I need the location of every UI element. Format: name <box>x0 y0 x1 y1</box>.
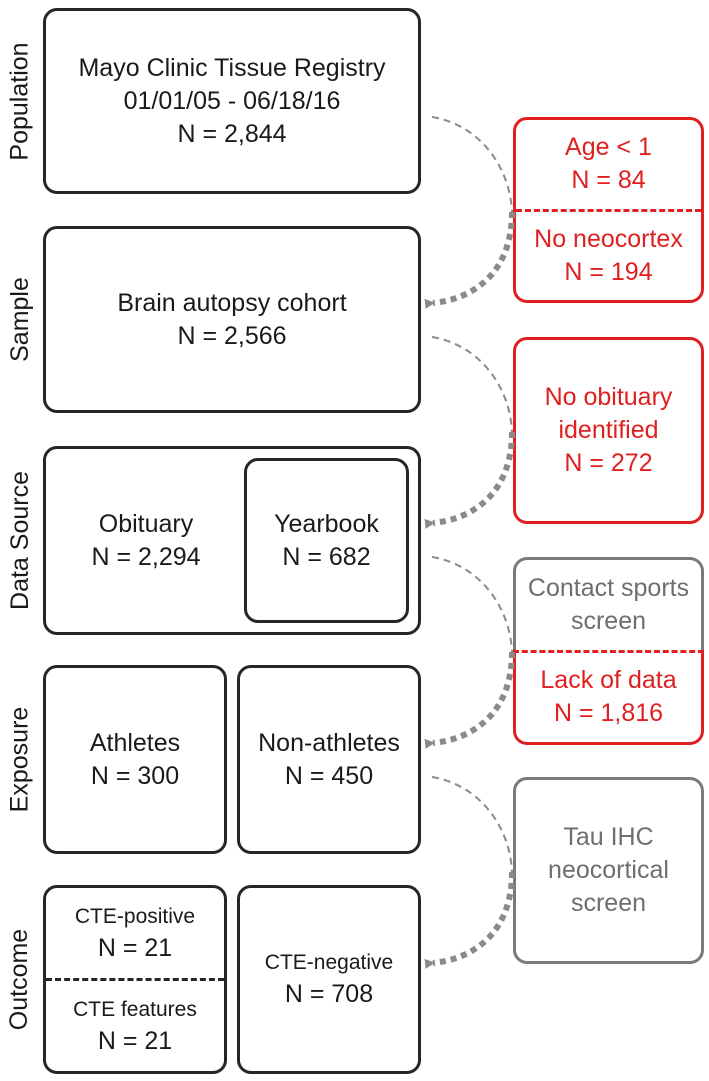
cte-negative-box: CTE-negative N = 708 <box>237 885 421 1074</box>
athletes-label: Athletes <box>89 728 181 757</box>
cte-negative-label: CTE-negative <box>264 951 394 974</box>
exclusion-neocortex-count: N = 194 <box>564 257 653 286</box>
yearbook-box: Yearbook N = 682 <box>244 458 409 623</box>
sample-box: Brain autopsy cohort N = 2,566 <box>43 226 421 413</box>
population-dates: 01/01/05 - 06/18/16 <box>123 86 341 115</box>
arrow-data-source-to-exposure-lower <box>424 651 515 749</box>
athletes-count: N = 300 <box>90 761 180 790</box>
exclusion-obituary-line2: identified <box>558 416 659 444</box>
exclusion-age-label: Age < 1 <box>565 133 652 162</box>
lack-of-data-label: Lack of data <box>540 666 677 695</box>
yearbook-count: N = 682 <box>282 542 371 571</box>
arrow-sample-to-data-source-lower <box>424 431 515 529</box>
tau-screen-line3: screen <box>570 889 647 917</box>
obituary-label: Obituary <box>98 509 194 538</box>
cte-negative-count: N = 708 <box>284 980 374 1008</box>
arrow-population-to-sample-upper <box>431 116 513 213</box>
cte-features-section: CTE features N = 21 <box>46 978 224 1071</box>
population-title: Mayo Clinic Tissue Registry <box>78 53 386 82</box>
non-athletes-label: Non-athletes <box>258 728 400 757</box>
exclusion-age-count: N = 84 <box>571 166 646 195</box>
arrow-sample-to-data-source-upper <box>431 336 513 433</box>
sample-count: N = 2,566 <box>177 321 287 350</box>
population-count: N = 2,844 <box>177 119 287 148</box>
arrow-data-source-to-exposure-upper <box>431 556 513 653</box>
population-box: Mayo Clinic Tissue Registry 01/01/05 - 0… <box>43 8 421 194</box>
sample-title: Brain autopsy cohort <box>117 288 347 317</box>
cte-features-label: CTE features <box>73 997 197 1021</box>
cte-positive-count: N = 21 <box>97 933 173 962</box>
contact-sports-line1: Contact sports <box>527 573 690 602</box>
lack-of-data-section: Lack of data N = 1,816 <box>513 649 704 745</box>
non-athletes-box: Non-athletes N = 450 <box>237 665 421 854</box>
contact-sports-line2: screen <box>570 606 647 635</box>
exclusion-age-neocortex-box: Age < 1 N = 84 No neocortex N = 194 <box>513 117 704 303</box>
tau-screen-box: Tau IHC neocortical screen <box>513 777 704 964</box>
athletes-box: Athletes N = 300 <box>43 665 227 854</box>
obituary-count: N = 2,294 <box>91 542 201 571</box>
exclusion-age-section: Age < 1 N = 84 <box>516 120 701 209</box>
tau-screen-line1: Tau IHC <box>563 823 654 851</box>
yearbook-label: Yearbook <box>274 509 379 538</box>
exclusion-obituary-count: N = 272 <box>564 449 653 477</box>
tau-screen-line2: neocortical <box>548 856 669 884</box>
cte-positive-label: CTE-positive <box>74 904 196 928</box>
cte-positive-section: CTE-positive N = 21 <box>46 888 224 978</box>
exclusion-neocortex-section: No neocortex N = 194 <box>516 208 701 301</box>
arrow-exposure-to-outcome-lower <box>424 871 515 969</box>
cte-features-count: N = 21 <box>97 1026 173 1055</box>
arrow-exposure-to-outcome-upper <box>431 776 513 873</box>
lack-of-data-count: N = 1,816 <box>553 699 664 728</box>
exclusion-obituary-box: No obituary identified N = 272 <box>513 337 704 524</box>
exclusion-obituary-line1: No obituary <box>544 383 673 411</box>
cte-positive-features-box: CTE-positive N = 21 CTE features N = 21 <box>43 885 227 1074</box>
contact-sports-box: Contact sports screen Lack of data N = 1… <box>513 557 704 745</box>
obituary-group: Obituary N = 2,294 <box>46 449 246 632</box>
contact-sports-screen-section: Contact sports screen <box>513 557 704 650</box>
non-athletes-count: N = 450 <box>284 761 374 790</box>
arrow-population-to-sample-lower <box>424 211 515 309</box>
exclusion-neocortex-label: No neocortex <box>534 224 683 253</box>
